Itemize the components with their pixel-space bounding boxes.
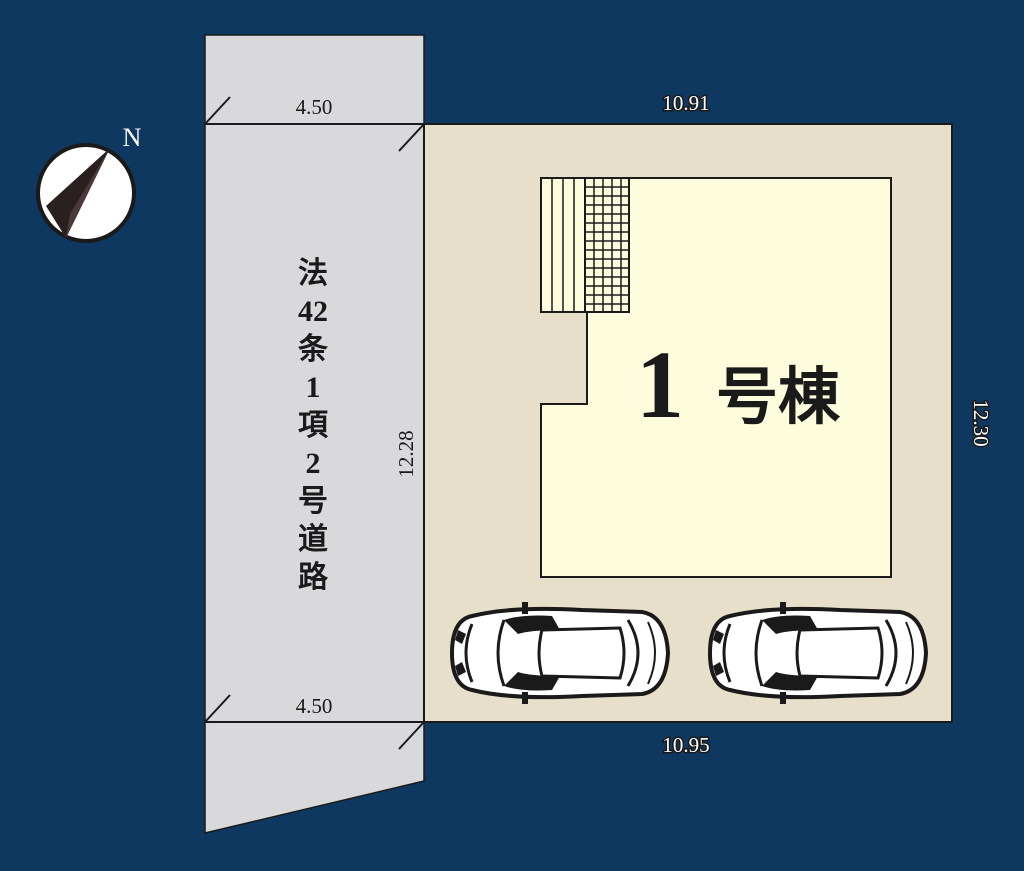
road-area (204, 34, 425, 834)
road-label-char: 2 (306, 447, 321, 480)
road-label-char: 路 (298, 561, 329, 594)
north-arrow-shade-icon (66, 148, 110, 238)
compass: N (36, 123, 142, 243)
dimension-road-bottom: 4.50 (204, 694, 425, 750)
road-label-char: 42 (298, 295, 328, 328)
dimension-road-top: 4.50 (204, 95, 425, 152)
building-suffix: 号棟 (716, 364, 841, 432)
car-icon (450, 600, 670, 706)
compass-north-label: N (123, 123, 142, 152)
north-arrow-icon (46, 148, 110, 238)
building-number: 1 (636, 331, 684, 438)
dimension-road-top-label: 4.50 (296, 95, 333, 119)
road-label-char: 号 (298, 485, 328, 518)
dimension-frontage-label: 12.28 (394, 430, 418, 477)
dimension-lot-right-label: 12.30 (969, 399, 993, 446)
road-label-char: 項 (298, 409, 329, 442)
road-label-char: 1 (306, 371, 321, 404)
balcony-deck (540, 177, 586, 313)
road-label: 法 42 条 1 項 2 号 道 路 (298, 257, 329, 594)
dimension-road-bottom-label: 4.50 (296, 694, 333, 718)
grid-tile-area (584, 177, 630, 313)
car-icon (708, 600, 928, 706)
dimension-lot-bottom-label: 10.95 (662, 733, 709, 757)
road-label-char: 法 (298, 257, 328, 290)
road-label-char: 道 (298, 523, 328, 556)
road-label-char: 条 (298, 333, 328, 366)
dimension-lot-top-label: 10.91 (662, 91, 709, 115)
building-label: 1 号棟 (636, 331, 841, 438)
